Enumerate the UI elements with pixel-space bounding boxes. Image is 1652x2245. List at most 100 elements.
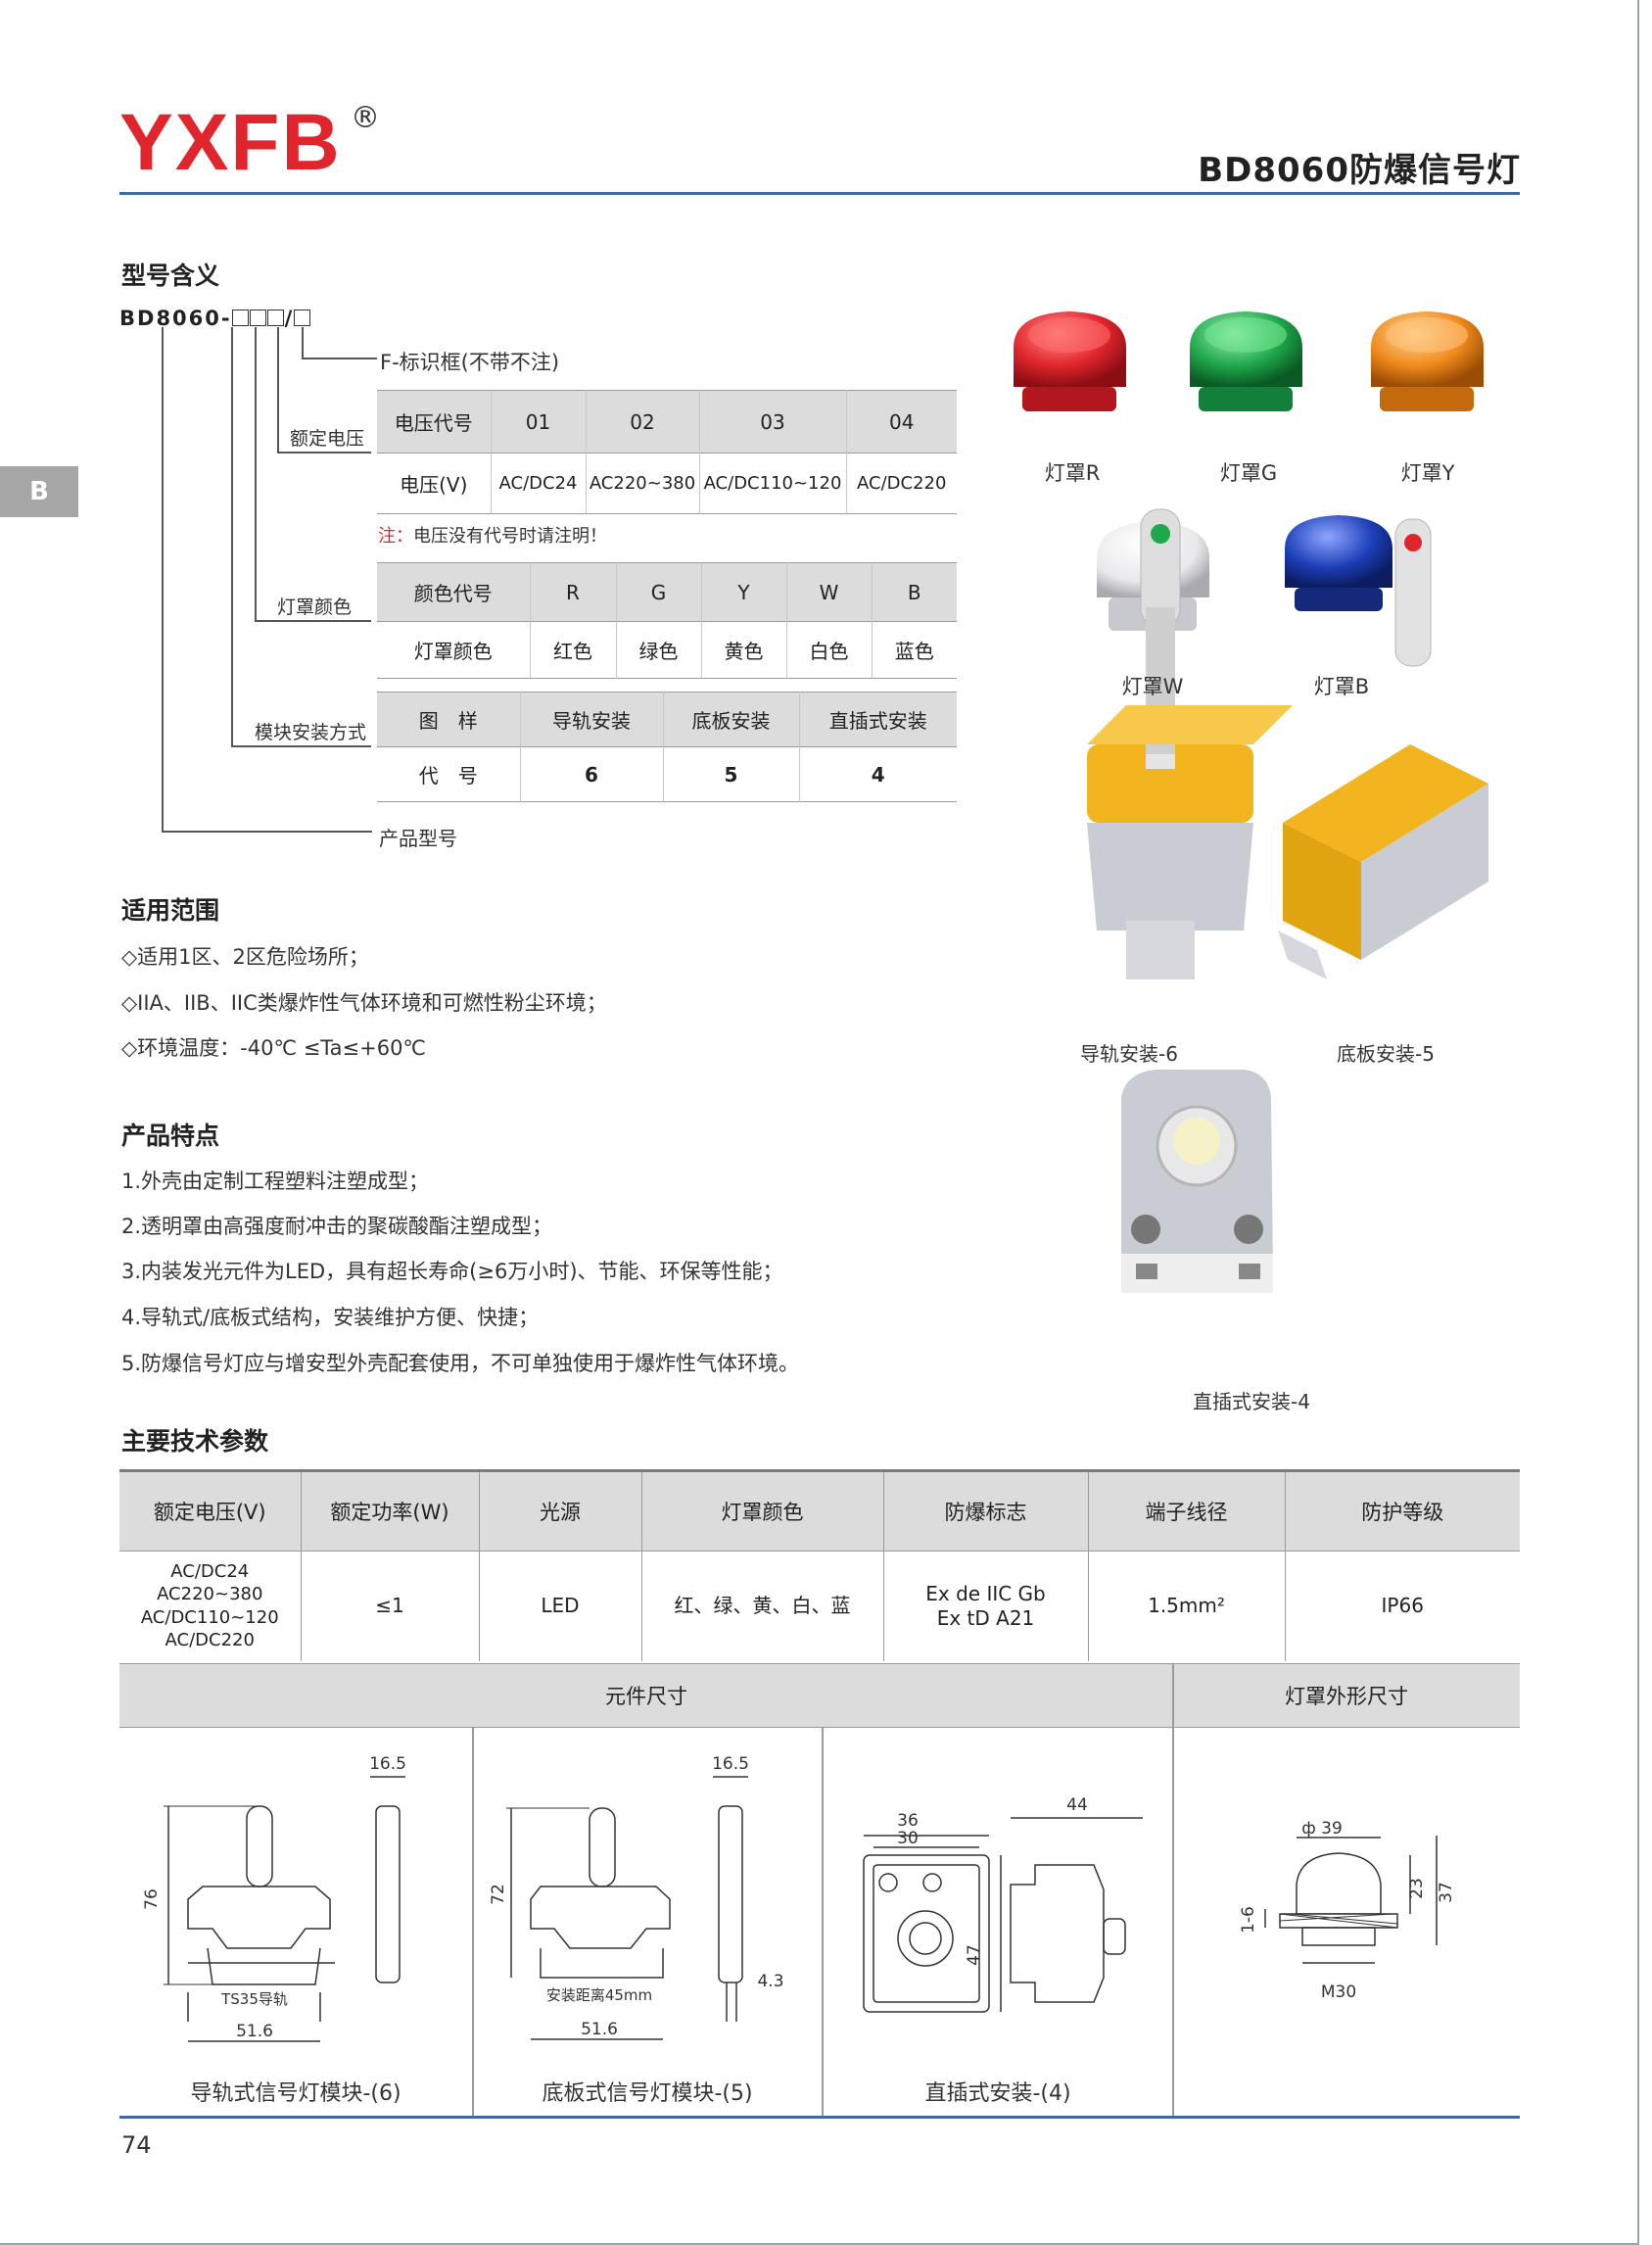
base-module-photo bbox=[1278, 518, 1488, 979]
features-title: 产品特点 bbox=[121, 1122, 220, 1150]
lens-dim-total: 37 bbox=[1437, 1882, 1456, 1903]
lens-red-photo bbox=[1014, 311, 1126, 411]
plugin-drawing-caption: 直插式安装-(4) bbox=[924, 2081, 1071, 2106]
model-section-title: 型号含义 bbox=[121, 262, 220, 290]
base-caption: 底板安装-5 bbox=[1337, 1042, 1435, 1066]
lens-b-caption: 灯罩B bbox=[1314, 675, 1369, 698]
bracket-mount bbox=[231, 327, 233, 746]
tech-header: 额定功率(W) bbox=[301, 1470, 480, 1552]
color-label: 灯罩颜色 bbox=[277, 597, 353, 618]
product-label: 产品型号 bbox=[379, 827, 457, 850]
dim-divider bbox=[1172, 1663, 1174, 2116]
tech-wire: 1.5mm² bbox=[1088, 1551, 1286, 1661]
footer-rule bbox=[119, 2116, 1520, 2119]
color-name-yellow: 黄色 bbox=[701, 621, 787, 679]
dimensions-header bbox=[119, 1663, 1520, 1728]
section-tab: B bbox=[0, 466, 78, 517]
tech-table: 额定电压(V) 额定功率(W) 光源 灯罩颜色 防爆标志 端子线径 防护等级 A… bbox=[119, 1469, 1520, 1661]
tech-voltage: AC/DC220 bbox=[165, 1630, 255, 1651]
dim-divider bbox=[822, 1728, 824, 2116]
plugin-dim-height: 47 bbox=[965, 1944, 984, 1966]
bracket-marker bbox=[302, 327, 304, 358]
tech-header: 防护等级 bbox=[1285, 1470, 1520, 1552]
tech-ip: IP66 bbox=[1381, 1594, 1424, 1618]
lens-g-caption: 灯罩G bbox=[1220, 461, 1277, 485]
marker-label: F-标识框(不带不注) bbox=[380, 351, 560, 374]
feature-item: 5.防爆信号灯应与增安型外壳配套使用，不可单独使用于爆炸性气体环境。 bbox=[121, 1352, 800, 1375]
dim-divider bbox=[472, 1728, 474, 2116]
lens-y-caption: 灯罩Y bbox=[1401, 461, 1455, 485]
bracket-product-h bbox=[162, 831, 372, 833]
rail-module-photo bbox=[1087, 508, 1293, 979]
rail-lens-shape bbox=[246, 1805, 273, 1887]
voltage-label: 额定电压 bbox=[290, 428, 365, 450]
voltage-value-header: 电压(V) bbox=[377, 453, 492, 514]
voltage-code-02: 02 bbox=[586, 390, 700, 454]
bracket-voltage-h bbox=[277, 452, 371, 454]
tech-power: ≤1 bbox=[301, 1551, 480, 1661]
mount-base: 底板安装 bbox=[663, 692, 800, 747]
bracket-color-h bbox=[255, 620, 371, 622]
tech-header: 防爆标志 bbox=[883, 1470, 1089, 1552]
mount-table: 图 样 导轨安装 底板安装 直插式安装 代 号 6 5 4 bbox=[377, 692, 957, 802]
tech-ex: Ex de IIC Gb bbox=[925, 1581, 1046, 1605]
tech-header: 端子线径 bbox=[1088, 1470, 1286, 1552]
lens-dim-diameter: ф 39 bbox=[1301, 1819, 1343, 1839]
scope-title: 适用范围 bbox=[121, 896, 220, 925]
code-box-1 bbox=[231, 310, 249, 326]
registered-mark: ® bbox=[351, 101, 380, 135]
tech-source: LED bbox=[479, 1551, 642, 1661]
code-box-2 bbox=[249, 310, 266, 326]
color-code-header: 颜色代号 bbox=[377, 562, 531, 622]
mount-code-header: 代 号 bbox=[377, 746, 521, 802]
voltage-value-01: AC/DC24 bbox=[491, 453, 587, 514]
feature-item: 3.内装发光元件为LED，具有超长寿命(≥6万小时)、节能、环保等性能； bbox=[121, 1260, 783, 1283]
tech-header: 光源 bbox=[479, 1470, 642, 1552]
lens-outline-shape bbox=[1296, 1852, 1382, 1915]
mount-rail: 导轨安装 bbox=[520, 692, 664, 747]
base-drawing-caption: 底板式信号灯模块-(5) bbox=[542, 2081, 753, 2106]
tech-voltage: AC/DC24 bbox=[170, 1560, 250, 1582]
lens-yellow-photo bbox=[1371, 311, 1484, 411]
voltage-code-03: 03 bbox=[699, 390, 847, 454]
lens-blue-photo bbox=[1285, 515, 1392, 611]
mount-label: 模块安装方式 bbox=[255, 722, 367, 743]
tech-voltage: AC220~380 bbox=[157, 1584, 263, 1605]
rail-dim-height: 76 bbox=[142, 1888, 162, 1910]
tech-header: 灯罩颜色 bbox=[641, 1470, 884, 1552]
mount-plugin: 直插式安装 bbox=[799, 692, 957, 747]
base-dim-height: 72 bbox=[489, 1884, 508, 1905]
bracket-color bbox=[255, 327, 257, 621]
plugin-side-shape bbox=[1010, 1864, 1105, 2003]
page-title: BD8060防爆信号灯 bbox=[1198, 151, 1521, 190]
plugin-dim-outer: 36 bbox=[897, 1811, 919, 1831]
color-code-w: W bbox=[786, 562, 873, 622]
lens-size-title: 灯罩外形尺寸 bbox=[1285, 1685, 1408, 1708]
color-name-blue: 蓝色 bbox=[894, 640, 934, 663]
tech-ex: Ex tD A21 bbox=[936, 1605, 1035, 1630]
bracket-marker-h bbox=[302, 358, 377, 359]
bracket-voltage bbox=[277, 327, 279, 453]
rail-dim-rail: TS35导轨 bbox=[220, 1990, 288, 2008]
color-name-white: 白色 bbox=[786, 621, 873, 679]
rail-dim-width: 16.5 bbox=[369, 1754, 406, 1774]
base-dim-width: 16.5 bbox=[712, 1754, 749, 1774]
voltage-code-header: 电压代号 bbox=[377, 390, 492, 454]
plugin-caption: 直插式安装-4 bbox=[1193, 1390, 1310, 1413]
feature-item: 4.导轨式/底板式结构，安装维护方便、快捷； bbox=[121, 1306, 540, 1329]
code-box-3 bbox=[266, 310, 284, 326]
base-dim-length: 51.6 bbox=[581, 2020, 618, 2039]
brand-logo: YXFB bbox=[119, 98, 342, 187]
product-photos: 灯罩R 灯罩G 灯罩Y 灯罩W 灯罩B 导轨安装-6 底板安装-5 直插式安装-… bbox=[1014, 311, 1488, 1413]
code-box-4 bbox=[294, 310, 311, 326]
note-prefix: 注： bbox=[378, 526, 413, 547]
plugin-dim-inner: 30 bbox=[897, 1829, 919, 1848]
color-code-g: G bbox=[616, 562, 702, 622]
color-name-header: 灯罩颜色 bbox=[377, 621, 531, 679]
feature-item: 1.外壳由定制工程塑料注塑成型； bbox=[121, 1170, 430, 1193]
base-dim-offset: 4.3 bbox=[757, 1972, 783, 1991]
mount-code-6: 6 bbox=[520, 746, 664, 802]
tech-header: 额定电压(V) bbox=[119, 1470, 302, 1552]
mount-code-4: 4 bbox=[871, 762, 885, 787]
voltage-table: 电压代号 01 02 03 04 电压(V) AC/DC24 AC220~380… bbox=[377, 390, 957, 514]
